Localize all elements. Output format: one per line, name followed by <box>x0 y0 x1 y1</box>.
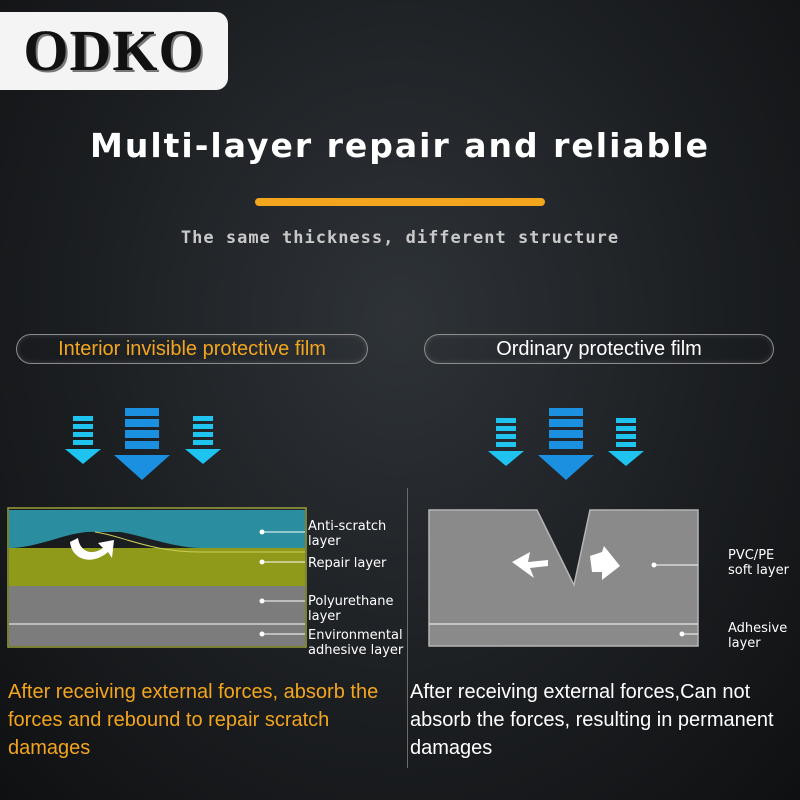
right-film-stack <box>428 509 699 647</box>
label-repair: Repair layer <box>308 556 387 571</box>
left-heading-pill: Interior invisible protective film <box>16 334 368 364</box>
left-description: After receiving external forces, absorb … <box>8 681 379 759</box>
right-heading-pill: Ordinary protective film <box>424 334 774 364</box>
arrow-down-icon <box>538 408 594 480</box>
arrow-down-icon <box>488 418 524 466</box>
label-polyurethane: Polyurethane layer <box>308 594 394 624</box>
arrow-down-icon <box>185 416 221 464</box>
arrow-down-icon <box>114 408 170 480</box>
label-anti-scratch: Anti-scratch layer <box>308 519 387 549</box>
curved-arrow-icon <box>70 538 114 560</box>
right-description: After receiving external forces,Can not … <box>410 681 774 759</box>
title-underline <box>255 198 545 206</box>
page-title: Multi-layer repair and reliable <box>89 126 710 165</box>
page-subtitle: The same thickness, different structure <box>180 228 620 248</box>
label-adhesive: Adhesive layer <box>728 621 788 651</box>
arrow-down-icon <box>65 416 101 464</box>
arrow-right-icon <box>512 546 620 580</box>
label-pvc-pe: PVC/PE soft layer <box>728 548 789 578</box>
column-divider <box>407 488 408 768</box>
left-film-stack <box>7 507 307 648</box>
label-environmental-adhesive: Environmental adhesive layer <box>308 628 404 658</box>
arrow-down-icon <box>608 418 644 466</box>
brand-logo: ODKO <box>0 12 228 90</box>
